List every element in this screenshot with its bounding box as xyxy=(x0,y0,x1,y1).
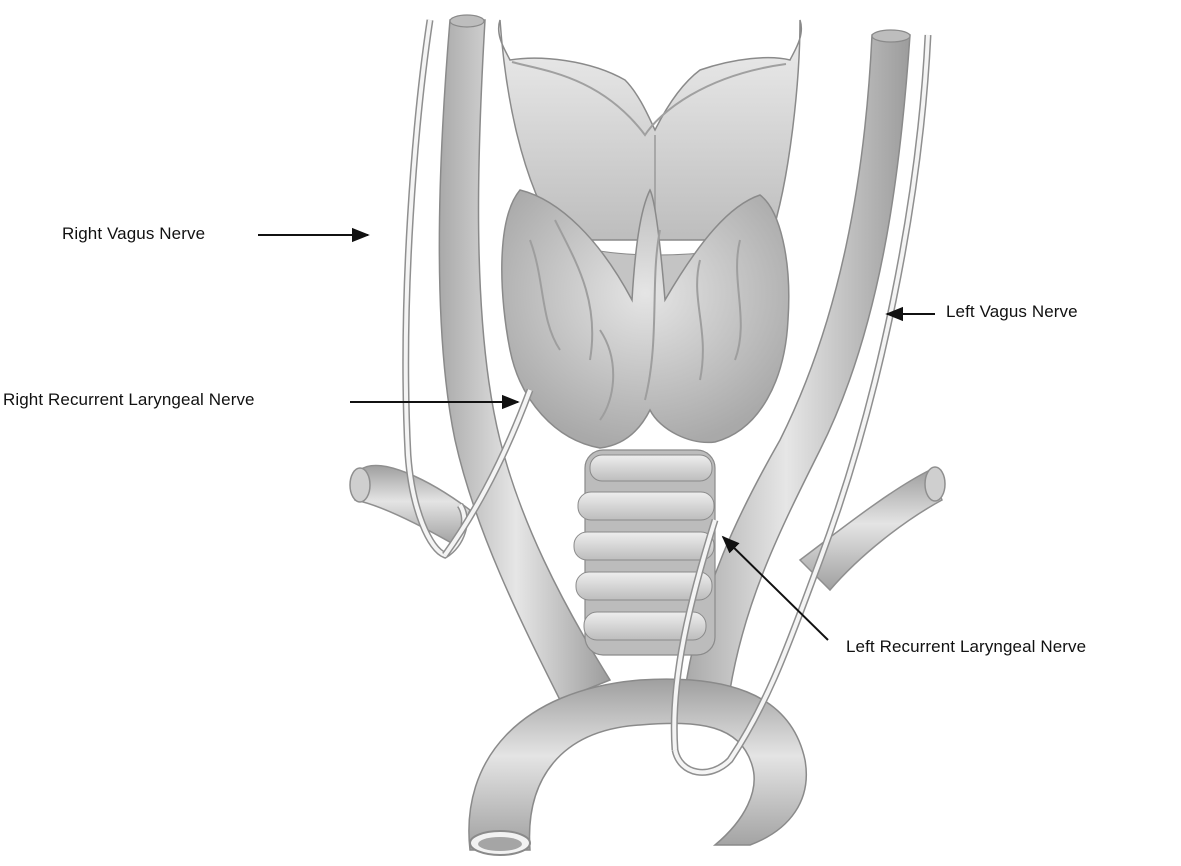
label-left-vagus-nerve: Left Vagus Nerve xyxy=(946,302,1078,321)
label-right-recurrent-laryngeal-nerve: Right Recurrent Laryngeal Nerve xyxy=(3,390,255,409)
label-right-vagus-nerve: Right Vagus Nerve xyxy=(62,224,206,243)
left-vagus-nerve xyxy=(671,34,932,776)
arrow-left-recurrent xyxy=(721,535,829,641)
left-subclavian-artery xyxy=(798,466,946,592)
right-common-carotid-artery xyxy=(438,14,612,701)
right-subclavian-artery xyxy=(349,464,471,547)
right-recurrent-laryngeal-nerve xyxy=(442,388,534,558)
trachea xyxy=(573,449,716,656)
left-recurrent-laryngeal-nerve xyxy=(670,518,719,751)
label-left-recurrent-laryngeal-nerve: Left Recurrent Laryngeal Nerve xyxy=(846,637,1087,656)
thyroid-gland xyxy=(501,188,790,449)
aortic-arch xyxy=(468,678,807,856)
